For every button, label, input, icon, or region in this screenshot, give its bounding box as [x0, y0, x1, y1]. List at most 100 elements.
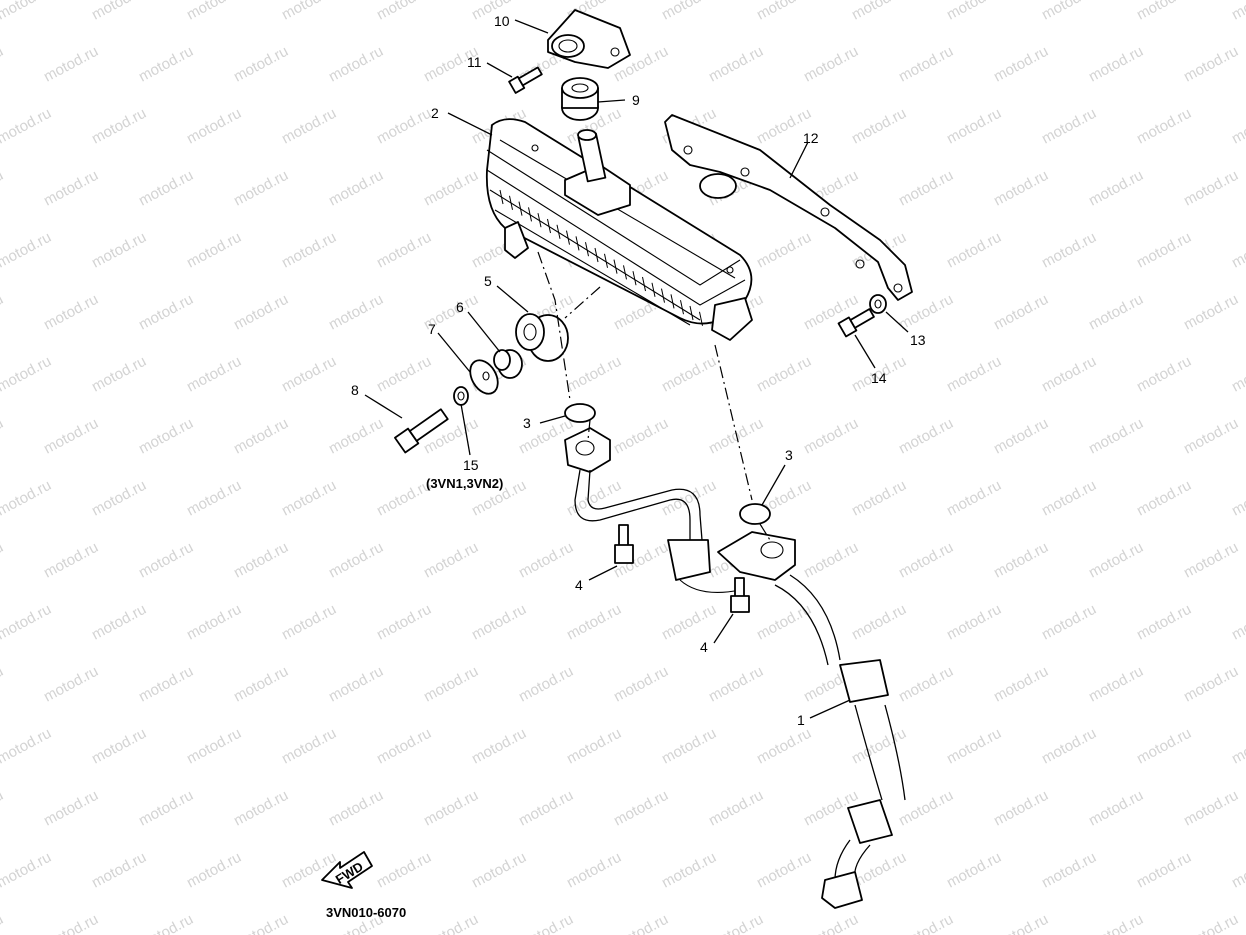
watermark-text: motod.ru	[991, 787, 1051, 830]
part-5-damper	[515, 313, 569, 362]
watermark-text: motod.ru	[0, 911, 6, 935]
watermark-text: motod.ru	[896, 787, 956, 830]
watermark-text: motod.ru	[184, 725, 244, 768]
watermark-text: motod.ru	[469, 849, 529, 892]
watermark-text: motod.ru	[991, 291, 1051, 334]
watermark-text: motod.ru	[89, 849, 149, 892]
callout-13: 13	[910, 332, 926, 348]
watermark-text: motod.ru	[421, 539, 481, 582]
watermark-text: motod.ru	[469, 725, 529, 768]
watermark-text: motod.ru	[1086, 167, 1146, 210]
watermark-text: motod.ru	[1181, 291, 1241, 334]
watermark-text: motod.ru	[1086, 539, 1146, 582]
watermark-text: motod.ru	[801, 539, 861, 582]
watermark-text: motod.ru	[0, 663, 6, 706]
watermark-text: motod.ru	[136, 167, 196, 210]
watermark-text: motod.ru	[944, 353, 1004, 396]
watermark-text: motod.ru	[1039, 725, 1099, 768]
watermark-text: motod.ru	[1134, 725, 1194, 768]
watermark-text: motod.ru	[659, 601, 719, 644]
watermark-text: motod.ru	[89, 477, 149, 520]
watermark-text: motod.ru	[374, 601, 434, 644]
watermark-text: motod.ru	[41, 43, 101, 86]
watermark-text: motod.ru	[659, 353, 719, 396]
watermark-text: motod.ru	[279, 601, 339, 644]
watermark-text: motod.ru	[1134, 105, 1194, 148]
cooler-fin	[623, 265, 627, 280]
watermark-text: motod.ru	[41, 291, 101, 334]
watermark-text: motod.ru	[1229, 0, 1246, 24]
cooler-fin	[613, 259, 618, 274]
watermark-text: motod.ru	[1039, 0, 1099, 24]
watermark-text: motod.ru	[754, 725, 814, 768]
callout-1: 1	[797, 712, 805, 728]
watermark-text: motod.ru	[801, 911, 861, 935]
watermark-text: motod.ru	[136, 43, 196, 86]
watermark-text: motod.ru	[564, 477, 624, 520]
part-1-hose	[774, 574, 906, 909]
watermark-text: motod.ru	[41, 787, 101, 830]
watermark-text: motod.ru	[326, 415, 386, 458]
watermark-text: motod.ru	[231, 539, 291, 582]
callout-8: 8	[351, 382, 359, 398]
watermark-text: motod.ru	[801, 415, 861, 458]
watermark-text: motod.ru	[0, 0, 54, 24]
watermark-text: motod.ru	[1086, 911, 1146, 935]
callout-4-left: 4	[575, 577, 583, 593]
diagram-code: 3VN010-6070	[326, 905, 406, 920]
watermark-text: motod.ru	[89, 0, 149, 24]
watermark-text: motod.ru	[231, 43, 291, 86]
watermark-text: motod.ru	[849, 601, 909, 644]
callout-14: 14	[871, 370, 887, 386]
cooler-fins	[499, 189, 703, 326]
watermark-text: motod.ru	[41, 911, 101, 935]
callout-4-right: 4	[700, 639, 708, 655]
watermark-text: motod.ru	[1229, 353, 1246, 396]
watermark-text: motod.ru	[279, 725, 339, 768]
watermark-text: motod.ru	[754, 849, 814, 892]
watermark-text: motod.ru	[564, 849, 624, 892]
watermark-text: motod.ru	[516, 663, 576, 706]
watermark-text: motod.ru	[1086, 415, 1146, 458]
alignment-lines	[537, 251, 771, 541]
watermark-text: motod.ru	[231, 415, 291, 458]
watermark-text: motod.ru	[944, 477, 1004, 520]
watermark-text: motod.ru	[0, 849, 54, 892]
watermark-text: motod.ru	[1229, 849, 1246, 892]
watermark-text: motod.ru	[659, 849, 719, 892]
watermark-text: motod.ru	[1039, 477, 1099, 520]
watermark-text: motod.ru	[0, 167, 6, 210]
watermark-text: motod.ru	[1134, 601, 1194, 644]
cooler-fin	[604, 253, 608, 268]
watermark-text: motod.ru	[849, 0, 909, 24]
watermark-text: motod.ru	[706, 415, 766, 458]
callout-5: 5	[484, 273, 492, 289]
watermark-text: motod.ru	[374, 353, 434, 396]
oil-pipe	[564, 427, 796, 593]
watermark-text: motod.ru	[516, 911, 576, 935]
watermark-text: motod.ru	[896, 415, 956, 458]
watermark-text: motod.ru	[136, 663, 196, 706]
cooler-fin	[547, 218, 551, 234]
watermark-text: motod.ru	[0, 477, 54, 520]
watermark-text: motod.ru	[231, 291, 291, 334]
watermark-text: motod.ru	[1229, 229, 1246, 272]
watermark-text: motod.ru	[0, 415, 6, 458]
watermark-text: motod.ru	[374, 105, 434, 148]
watermark-text: motod.ru	[1229, 725, 1246, 768]
watermark-text: motod.ru	[89, 229, 149, 272]
cooler-fin	[566, 230, 570, 245]
watermark-text: motod.ru	[184, 0, 244, 24]
watermark-text: motod.ru	[611, 911, 671, 935]
watermark-text: motod.ru	[89, 105, 149, 148]
watermark-text: motod.ru	[1181, 787, 1241, 830]
callout-9: 9	[632, 92, 640, 108]
watermark-text: motod.ru	[279, 0, 339, 24]
watermark-text: motod.ru	[1181, 911, 1241, 935]
model-note: (3VN1,3VN2)	[426, 476, 503, 491]
watermark-text: motod.ru	[41, 167, 101, 210]
watermark-text: motod.ru	[1086, 43, 1146, 86]
watermark-text: motod.ru	[0, 353, 54, 396]
